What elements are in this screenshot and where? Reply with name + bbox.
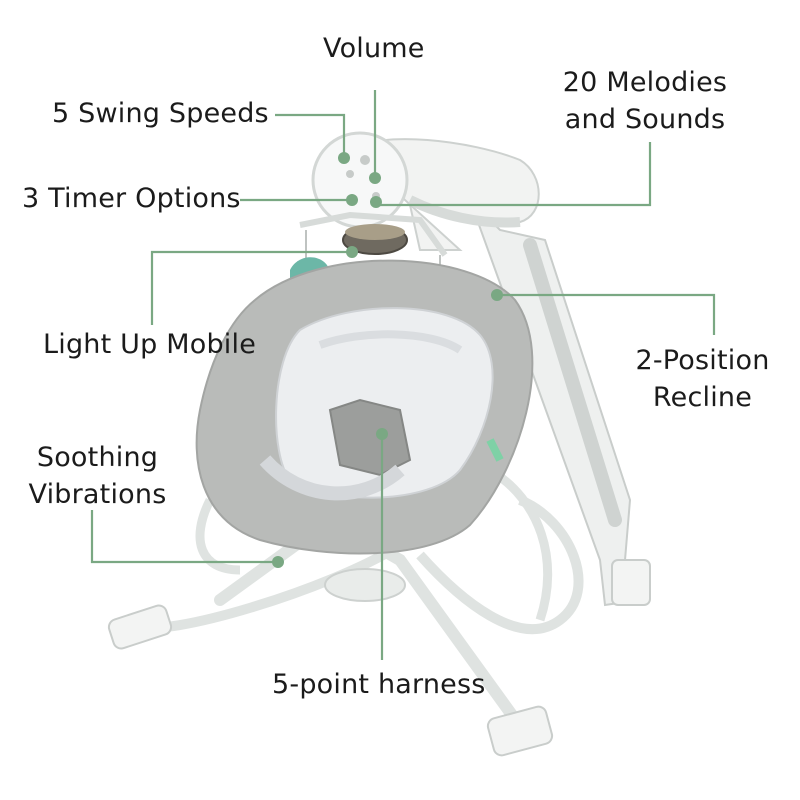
callout-harness: 5-point harness [272,669,486,700]
callout-timer: 3 Timer Options [22,183,241,214]
leader-lines [90,90,716,660]
callout-recline-line2: Recline [652,382,753,413]
callout-vibrations: Soothing Vibrations [20,439,175,513]
callout-recline-line1: 2-Position [635,345,770,376]
callout-melodies-line1: 20 Melodies [562,67,728,98]
callout-volume: Volume [323,33,425,64]
callout-mobile: Light Up Mobile [43,329,257,360]
seat [195,259,534,555]
callout-vibrations-line2: Vibrations [28,479,167,510]
callout-melodies: 20 Melodies and Sounds [555,64,735,138]
callout-melodies-line2: and Sounds [564,104,726,135]
callout-swing-speeds: 5 Swing Speeds [52,98,269,129]
callout-recline: 2-Position Recline [625,342,780,416]
callout-vibrations-line1: Soothing [36,442,159,473]
